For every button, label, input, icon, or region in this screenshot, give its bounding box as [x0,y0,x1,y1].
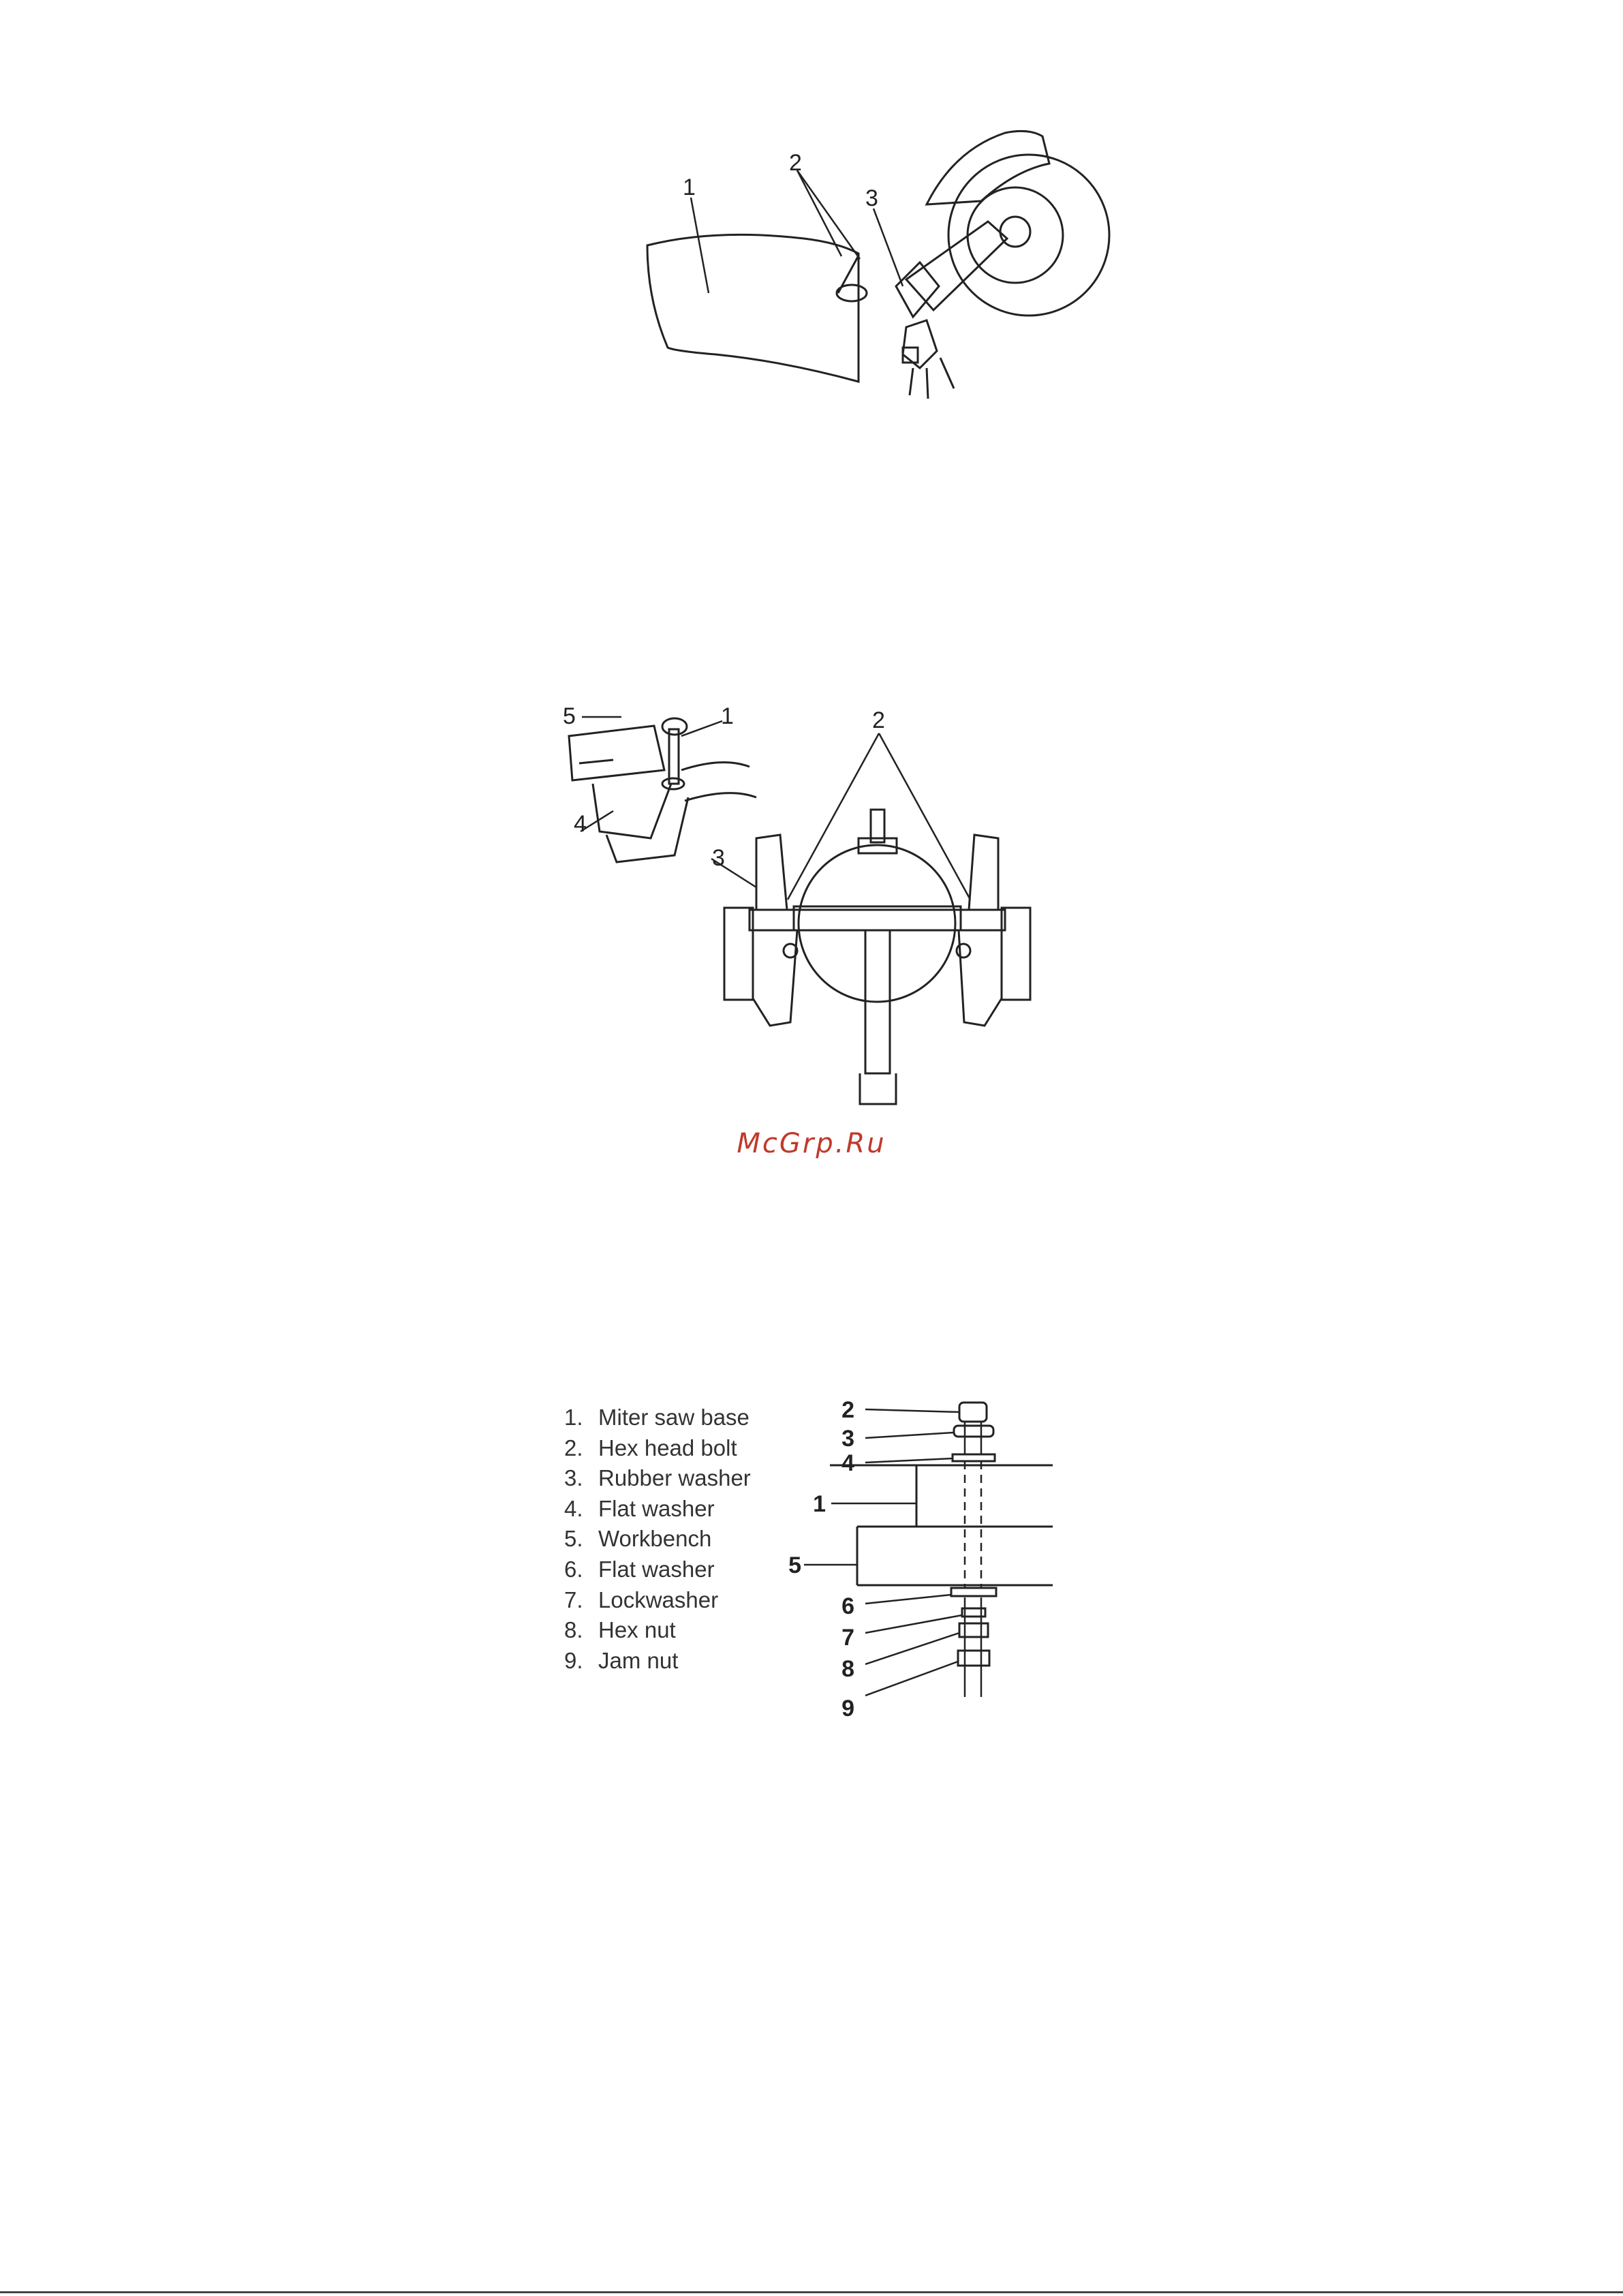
legend-label: Miter saw base [598,1405,749,1430]
legend-item: 2.Hex head bolt [564,1433,751,1464]
legend-label: Rubber washer [598,1465,751,1490]
page-bottom-rule [0,2291,1623,2293]
figure-bolt-stack: 2 3 4 1 5 6 7 8 9 [784,1383,1070,1745]
legend-item: 4.Flat washer [564,1494,751,1525]
watermark-text: McGrp.Ru [0,1128,1623,1159]
bolt-stack-diagram [830,1403,1053,1666]
figure1-callout-3: 3 [865,185,878,211]
figure2-callout-3: 3 [712,845,725,871]
legend-number: 9. [564,1646,598,1677]
hex-head-bolt-head [959,1403,987,1422]
legend-label: Jam nut [598,1648,678,1673]
figure3-callout-1: 1 [813,1491,826,1517]
legend-label: Flat washer [598,1557,715,1582]
figure3-callout-6: 6 [841,1593,854,1619]
rubber-washer-shape [954,1426,993,1437]
figure3-callout-2: 2 [841,1397,854,1423]
figure3-callout-lines [804,1409,962,1696]
legend-number: 6. [564,1555,598,1585]
legend-number: 8. [564,1615,598,1646]
legend-label: Workbench [598,1526,711,1551]
legend-number: 1. [564,1403,598,1433]
figure3-callout-7: 7 [841,1625,854,1651]
figure2-callout-4: 4 [574,811,587,837]
figure3-callout-3: 3 [841,1426,854,1452]
hex-nut-shape [959,1623,988,1637]
legend-label: Hex nut [598,1617,676,1642]
parts-legend: 1.Miter saw base 2.Hex head bolt 3.Rubbe… [564,1403,751,1676]
figure2-callout-2: 2 [872,707,885,733]
legend-label: Lockwasher [598,1587,718,1612]
saw-top-view-illustration [724,810,1030,1104]
fence-detail-illustration [569,718,756,862]
bolt-shaft [965,1422,981,1697]
figure3-callout-4: 4 [841,1450,854,1476]
legend-label: Flat washer [598,1496,715,1521]
legend-number: 2. [564,1433,598,1464]
figure-dust-bag: 1 2 3 [634,123,1124,409]
jam-nut-shape [958,1651,989,1666]
figure3-callout-5: 5 [788,1552,801,1578]
figure1-callout-1: 1 [683,174,696,200]
legend-item: 1.Miter saw base [564,1403,751,1433]
figure2-callout-lines [581,717,970,900]
legend-item: 9.Jam nut [564,1646,751,1677]
figure3-callout-9: 9 [841,1696,854,1721]
legend-number: 4. [564,1494,598,1525]
figure-saw-top-view: 1 2 3 4 5 [552,695,1083,1118]
figure3-callout-8: 8 [841,1656,854,1682]
legend-number: 3. [564,1463,598,1494]
legend-item: 5.Workbench [564,1524,751,1555]
legend-label: Hex head bolt [598,1435,737,1460]
legend-item: 8.Hex nut [564,1615,751,1646]
legend-item: 3.Rubber washer [564,1463,751,1494]
flat-washer-bottom-shape [951,1588,996,1596]
dust-bag-illustration [647,234,867,382]
legend-number: 7. [564,1585,598,1616]
legend-number: 5. [564,1524,598,1555]
flat-washer-top-shape [953,1454,995,1461]
legend-item: 7.Lockwasher [564,1585,751,1616]
miter-saw-side-illustration [896,131,1109,399]
figure1-callout-2: 2 [789,150,802,176]
figure2-callout-1: 1 [721,703,734,729]
legend-item: 6.Flat washer [564,1555,751,1585]
figure2-callout-5: 5 [563,703,576,729]
